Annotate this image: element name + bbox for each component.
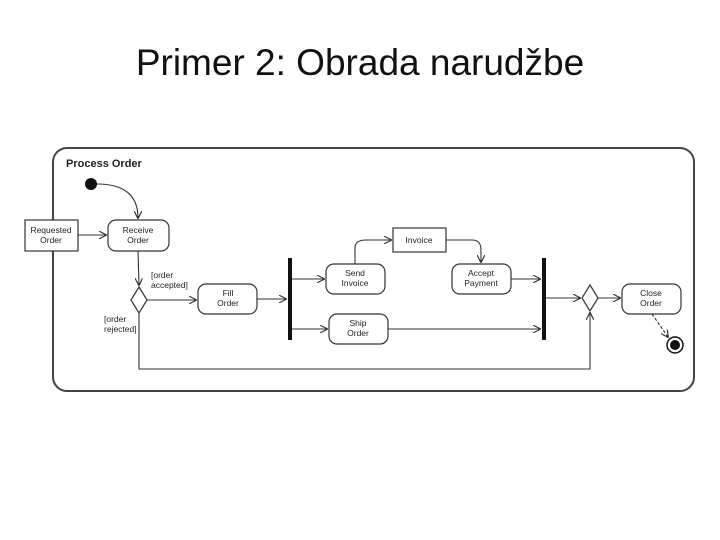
invoice-label: Invoice xyxy=(406,235,433,245)
fork-bar xyxy=(288,258,292,340)
requested-order-label-2: Order xyxy=(40,235,62,245)
diagram-edges xyxy=(78,183,668,370)
fill-order-label-2: Order xyxy=(217,298,239,308)
initial-node xyxy=(85,178,97,190)
guard-accepted-1: [order xyxy=(151,270,173,280)
activity-frame xyxy=(52,147,695,392)
edge-rejected-merge xyxy=(138,313,590,370)
final-node-inner xyxy=(670,340,680,350)
fill-order-label-1: Fill xyxy=(223,288,234,298)
accept-payment-label-2: Payment xyxy=(464,278,498,288)
edge-initial-receive xyxy=(96,183,138,218)
edge-close-final xyxy=(651,313,668,337)
receive-order-label-1: Receive xyxy=(123,225,154,235)
send-invoice-label-1: Send xyxy=(345,268,365,278)
guard-rejected-1: [order xyxy=(104,314,126,324)
slide-title: Primer 2: Obrada narudžbe xyxy=(135,42,585,83)
edge-send-invoice xyxy=(354,240,391,264)
frame-label: Process Order xyxy=(66,158,143,170)
guard-rejected-2: rejected] xyxy=(104,324,137,334)
merge-node xyxy=(581,283,599,313)
ship-order-label-2: Order xyxy=(347,328,369,338)
edge-receive-decision xyxy=(138,250,139,285)
requested-order-label-1: Requested xyxy=(30,225,71,235)
receive-order-label-2: Order xyxy=(127,235,149,245)
join-bar xyxy=(542,258,546,340)
accept-payment-label-1: Accept xyxy=(468,268,495,278)
ship-order-label-1: Ship xyxy=(349,318,366,328)
close-order-action xyxy=(621,283,682,315)
close-order-label-2: Order xyxy=(640,298,662,308)
send-invoice-label-2: Invoice xyxy=(342,278,369,288)
requested-order-node xyxy=(24,219,79,252)
close-order-label-1: Close xyxy=(640,288,662,298)
decision-node-1 xyxy=(130,285,148,315)
guard-accepted-2: accepted] xyxy=(151,280,188,290)
edge-invoice-accept xyxy=(446,239,481,262)
